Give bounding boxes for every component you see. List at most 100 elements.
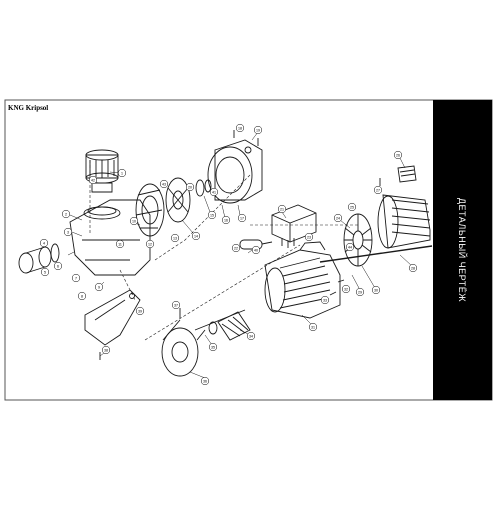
svg-text:27: 27 — [376, 188, 380, 192]
svg-text:13: 13 — [173, 236, 177, 240]
svg-text:10: 10 — [132, 219, 136, 223]
inlet-union — [18, 243, 60, 274]
callout-3: 3 — [63, 227, 73, 237]
svg-text:44: 44 — [348, 245, 352, 249]
svg-text:28: 28 — [411, 266, 415, 270]
callout-32: 32 — [341, 284, 351, 294]
callout-leaders — [67, 131, 413, 379]
callout-1: 1 — [117, 168, 127, 178]
svg-text:37: 37 — [174, 303, 178, 307]
callout-31: 31 — [308, 322, 318, 332]
svg-text:40: 40 — [254, 248, 258, 252]
callout-25: 25 — [347, 202, 357, 212]
diffuser — [165, 177, 191, 223]
callout-15: 15 — [207, 210, 217, 220]
callout-18: 18 — [235, 123, 245, 133]
callout-5: 5 — [40, 267, 50, 277]
callout-43: 43 — [159, 179, 169, 189]
svg-text:39: 39 — [138, 309, 142, 313]
callout-16: 16 — [221, 215, 231, 225]
callout-17: 17 — [237, 213, 247, 223]
svg-text:7: 7 — [75, 276, 77, 280]
callout-29: 29 — [355, 287, 365, 297]
svg-text:20: 20 — [188, 185, 192, 189]
svg-text:25: 25 — [350, 205, 354, 209]
callout-13: 13 — [170, 233, 180, 243]
callout-28: 28 — [408, 263, 418, 273]
tie-rod — [319, 245, 433, 263]
rotor — [194, 309, 251, 341]
svg-text:30: 30 — [374, 288, 378, 292]
svg-text:19: 19 — [256, 128, 260, 132]
svg-text:5: 5 — [44, 270, 46, 274]
brand-label: KNG Kripsol — [8, 104, 49, 112]
callout-40: 40 — [251, 245, 261, 255]
callout-36: 36 — [200, 376, 210, 386]
callout-10: 10 — [129, 216, 139, 226]
svg-text:1: 1 — [121, 171, 123, 175]
svg-text:34: 34 — [249, 334, 253, 338]
svg-text:16: 16 — [224, 218, 228, 222]
callout-7: 7 — [71, 273, 81, 283]
callout-8: 8 — [77, 291, 87, 301]
callout-22: 22 — [231, 243, 241, 253]
callout-24: 24 — [333, 213, 343, 223]
callout-19: 19 — [253, 125, 263, 135]
side-title-wrapper: ДЕТАЛЬНЫЙ ЧЕРТЁЖ — [433, 100, 492, 400]
capacitor — [239, 239, 273, 250]
svg-text:38: 38 — [104, 348, 108, 352]
svg-text:41: 41 — [212, 190, 216, 194]
callout-41: 41 — [209, 187, 219, 197]
pump-body — [69, 199, 151, 276]
callout-11: 11 — [115, 239, 125, 249]
terminal-box — [271, 204, 317, 248]
callout-12: 12 — [145, 239, 155, 249]
seal-ring — [195, 179, 205, 197]
svg-text:32: 32 — [344, 287, 348, 291]
svg-text:43: 43 — [162, 182, 166, 186]
svg-text:12: 12 — [148, 242, 152, 246]
svg-text:33: 33 — [323, 298, 327, 302]
warning-label — [397, 165, 417, 183]
callout-20: 20 — [185, 182, 195, 192]
motor-housing — [264, 241, 341, 319]
svg-text:17: 17 — [240, 216, 244, 220]
callout-26: 26 — [393, 150, 403, 160]
svg-text:42: 42 — [91, 178, 95, 182]
callout-33: 33 — [320, 295, 330, 305]
callout-37: 37 — [171, 300, 181, 310]
assembly-lines — [89, 160, 360, 341]
callouts: 1 2 3 4 5 6 7 8 9 10 11 12 13 14 15 16 1… — [39, 123, 418, 386]
svg-text:11: 11 — [118, 242, 122, 246]
impeller — [135, 183, 165, 237]
svg-text:22: 22 — [234, 246, 238, 250]
seal-ring — [204, 179, 212, 193]
svg-text:18: 18 — [238, 126, 242, 130]
callout-23: 23 — [304, 232, 314, 242]
side-panel — [433, 100, 492, 400]
strainer-lid — [85, 149, 119, 193]
callout-27: 27 — [373, 185, 383, 195]
diagram-frame — [4, 99, 493, 401]
svg-text:6: 6 — [57, 264, 59, 268]
callout-34: 34 — [246, 331, 256, 341]
cooling-fan — [343, 213, 373, 267]
svg-text:35: 35 — [211, 345, 215, 349]
callout-44: 44 — [345, 242, 355, 252]
svg-text:29: 29 — [358, 290, 362, 294]
side-title: ДЕТАЛЬНЫЙ ЧЕРТЁЖ — [457, 197, 468, 303]
seal-plate — [207, 139, 263, 204]
fan-cover — [377, 194, 431, 249]
svg-text:9: 9 — [98, 285, 100, 289]
svg-text:31: 31 — [311, 325, 315, 329]
svg-text:8: 8 — [81, 294, 83, 298]
callout-9: 9 — [94, 282, 104, 292]
svg-text:21: 21 — [280, 207, 284, 211]
svg-text:4: 4 — [43, 241, 45, 245]
callout-6: 6 — [53, 261, 63, 271]
callout-2: 2 — [61, 209, 71, 219]
svg-text:14: 14 — [194, 234, 198, 238]
svg-text:3: 3 — [67, 230, 69, 234]
